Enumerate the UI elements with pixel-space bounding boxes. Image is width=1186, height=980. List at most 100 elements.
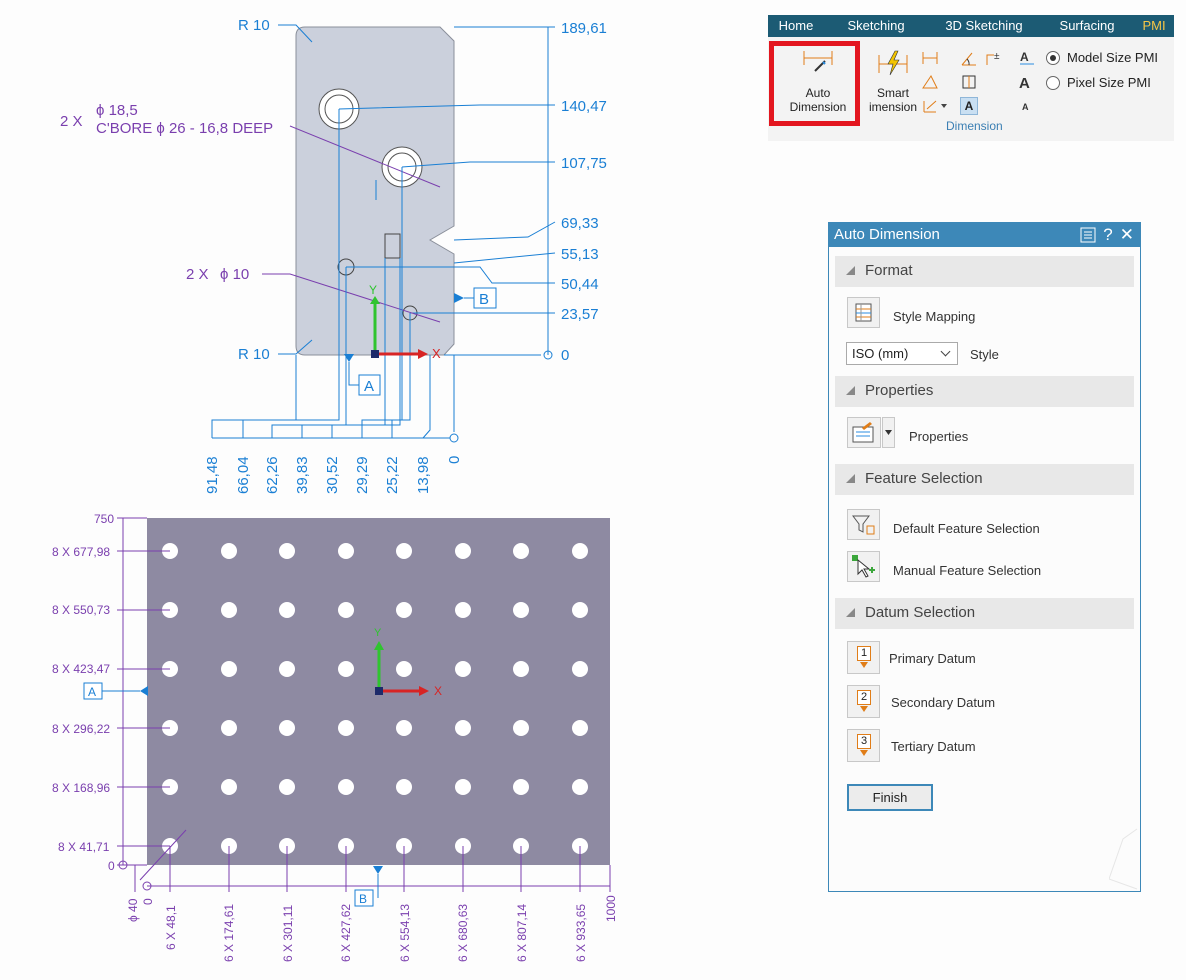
row-dim-41: 8 X 41,71	[58, 840, 110, 854]
style-select[interactable]: ISO (mm)	[846, 342, 958, 365]
ribbon-tabs: Home Sketching 3D Sketching Surfacing PM…	[768, 15, 1174, 37]
pixel-size-pmi-radio[interactable]	[1046, 75, 1060, 90]
plate-hole	[572, 543, 588, 559]
auto-dimension-label-1: Auto	[805, 86, 831, 100]
properties-dropdown[interactable]	[882, 417, 895, 448]
plate-hole	[396, 543, 412, 559]
properties-button[interactable]	[847, 417, 881, 448]
plate-hole	[513, 602, 529, 618]
section-feature-selection[interactable]: Feature Selection	[835, 464, 1134, 495]
col-dim-680: 6 X 680,63	[456, 904, 470, 962]
plate-hole	[279, 661, 295, 677]
hdim-30: 30,52	[324, 456, 341, 494]
plate-hole	[513, 720, 529, 736]
part1-drawing: 189,61 140,47 107,75 69,33 55,13 50,44 2…	[60, 17, 607, 494]
dialog-title: Auto Dimension	[834, 226, 940, 243]
part2-top-value: 750	[94, 512, 114, 526]
section-properties[interactable]: Properties	[835, 376, 1134, 407]
style-mapping-button[interactable]	[847, 297, 880, 328]
part1-axis-x: X	[432, 346, 441, 361]
plate-hole	[338, 661, 354, 677]
part2-zero-left: 0	[108, 859, 115, 873]
section-feature-selection-label: Feature Selection	[865, 470, 983, 487]
angular-dimension-icon[interactable]	[960, 49, 978, 67]
plate-hole	[338, 543, 354, 559]
resize-grip[interactable]	[1109, 827, 1139, 891]
section-datum-selection[interactable]: Datum Selection	[835, 598, 1134, 629]
radius-bottom-label: R 10	[238, 346, 270, 363]
ribbon-body: Auto Dimension Smart imension ± A Dimens…	[768, 37, 1174, 141]
style-mapping-label: Style Mapping	[893, 309, 976, 324]
col-dim-554: 6 X 554,13	[398, 904, 412, 962]
manual-feature-selection-button[interactable]	[847, 551, 880, 582]
tertiary-datum-button[interactable]: 3	[847, 729, 880, 762]
secondary-datum-button[interactable]: 2	[847, 685, 880, 718]
section-properties-label: Properties	[865, 382, 934, 399]
hole-dia: ϕ 10	[220, 266, 249, 283]
plate-hole	[396, 720, 412, 736]
vdim-50: 50,44	[561, 276, 599, 293]
hdim-66: 66,04	[235, 456, 252, 494]
cbore-dia: ϕ 18,5	[96, 102, 138, 119]
hdim-25: 25,22	[384, 456, 401, 494]
col-dim-48: 6 X 48,1	[164, 905, 178, 950]
plate-hole	[572, 602, 588, 618]
help-icon[interactable]: ?	[1103, 225, 1113, 244]
dialog-menu-icon[interactable]	[1080, 227, 1096, 243]
plate-hole	[513, 779, 529, 795]
primary-datum-button[interactable]: 1	[847, 641, 880, 674]
finish-button[interactable]: Finish	[847, 784, 933, 811]
decrease-text-size-icon[interactable]: A	[1018, 97, 1036, 115]
baseline-dropdown-icon[interactable]	[940, 101, 948, 111]
default-feature-selection-button[interactable]	[847, 509, 880, 540]
smart-dimension-label-1: Smart	[876, 86, 909, 100]
smart-dimension-button[interactable]: Smart imension	[865, 47, 921, 117]
primary-datum-icon: 1	[857, 646, 871, 661]
svg-text:A: A	[1019, 75, 1030, 91]
secondary-datum-label: Secondary Datum	[891, 695, 996, 710]
tab-home[interactable]: Home	[778, 18, 814, 33]
text-style-icon[interactable]: A	[1018, 49, 1036, 67]
part1-axis-y: Y	[369, 283, 377, 297]
model-size-pmi-option[interactable]: Model Size PMI	[1046, 50, 1158, 65]
auto-dimension-label-2: Dimension	[789, 100, 847, 114]
tab-pmi[interactable]: PMI	[1142, 18, 1166, 33]
pixel-size-pmi-option[interactable]: Pixel Size PMI	[1046, 75, 1151, 90]
ordinate-dimension-icon[interactable]	[960, 73, 978, 91]
tab-surfacing[interactable]: Surfacing	[1059, 18, 1115, 33]
slot	[384, 233, 401, 259]
properties-label: Properties	[909, 429, 969, 444]
model-size-pmi-radio[interactable]	[1046, 50, 1060, 65]
tolerance-dimension-icon[interactable]: ±	[984, 49, 1002, 67]
plate-hole	[338, 602, 354, 618]
cbore-count: 2 X	[60, 113, 83, 130]
vdim-189: 189,61	[561, 20, 607, 37]
chamfer-dimension-icon[interactable]	[921, 73, 939, 91]
plate-hole	[279, 779, 295, 795]
cursor-add-icon	[852, 555, 875, 578]
plate-hole	[221, 602, 237, 618]
part2-axis-y: Y	[374, 627, 382, 639]
tab-sketching[interactable]: Sketching	[847, 18, 905, 33]
col-dim-427: 6 X 427,62	[339, 904, 353, 962]
model-size-pmi-label: Model Size PMI	[1067, 50, 1159, 65]
part2-datum-a: A	[88, 685, 96, 699]
plate-hole	[455, 543, 471, 559]
close-icon[interactable]: ✕	[1119, 225, 1134, 244]
section-format[interactable]: Format	[835, 256, 1134, 287]
plate-hole	[221, 720, 237, 736]
plate-hole	[455, 661, 471, 677]
section-datum-selection-label: Datum Selection	[865, 604, 976, 621]
plate-hole	[455, 779, 471, 795]
tab-3d-sketching[interactable]: 3D Sketching	[945, 18, 1023, 33]
auto-dimension-button[interactable]: Auto Dimension	[778, 47, 858, 117]
baseline-dimension-icon[interactable]	[921, 97, 939, 115]
increase-text-size-icon[interactable]: A	[1018, 73, 1036, 91]
text-annotation-icon[interactable]: A	[960, 97, 978, 115]
manual-feature-selection-label: Manual Feature Selection	[893, 563, 1042, 578]
part2-datum-b: B	[359, 892, 367, 906]
style-mapping-icon	[855, 303, 872, 322]
hdim-0: 0	[446, 456, 463, 464]
linear-dimension-icon[interactable]	[921, 49, 939, 67]
